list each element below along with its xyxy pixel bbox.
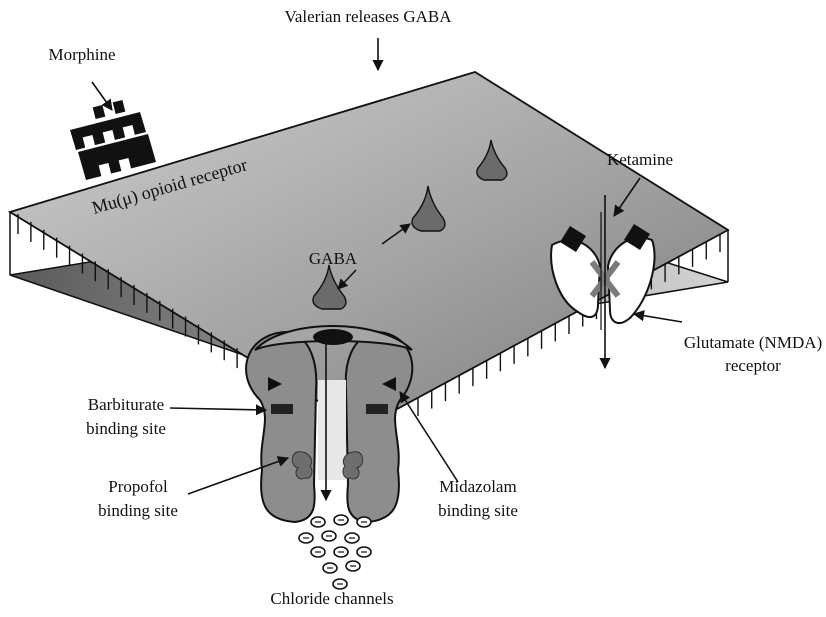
midazolam-label: Midazolam xyxy=(439,477,516,496)
glutamate-arrow xyxy=(634,314,682,322)
gaba-label: GABA xyxy=(309,249,358,268)
gaba-site xyxy=(313,329,353,345)
glutamate-label: Glutamate (NMDA) xyxy=(684,333,822,352)
mu-opioid-receptor-shape xyxy=(70,100,156,180)
chloride-ions xyxy=(299,515,371,589)
propofol-label: Propofol xyxy=(108,477,168,496)
valerian-label: Valerian releases GABA xyxy=(284,7,452,26)
ketamine-label: Ketamine xyxy=(607,150,673,169)
glutamate-label-line2: receptor xyxy=(725,356,781,375)
barbiturate-label-line2: binding site xyxy=(86,419,166,438)
chloride-label: Chloride channels xyxy=(270,589,393,608)
midazolam-label-line2: binding site xyxy=(438,501,518,520)
barbiturate-site xyxy=(366,404,388,414)
barbiturate-arrow xyxy=(170,408,266,410)
barbiturate-label: Barbiturate xyxy=(88,395,164,414)
morphine-label: Morphine xyxy=(48,45,115,64)
propofol-label-line2: binding site xyxy=(98,501,178,520)
midazolam-arrow xyxy=(400,392,458,482)
barbiturate-site xyxy=(271,404,293,414)
